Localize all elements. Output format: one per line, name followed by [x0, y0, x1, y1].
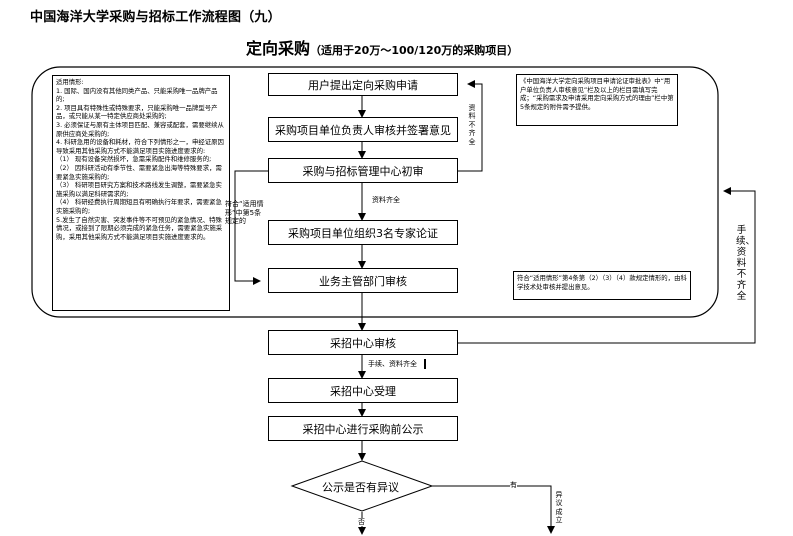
- step-unit-head-review: 采购项目单位负责人审核并签署意见: [268, 117, 458, 142]
- label-docs-complete: 手续、资料齐全: [368, 360, 417, 368]
- step-expert-argument: 采购项目单位组织3名专家论证: [268, 220, 458, 245]
- loop-materials-incomplete: [458, 80, 483, 172]
- condition-item: （1） 现有设备突然损坏，急需采购配件和维修服务的;: [56, 155, 212, 164]
- condition-container: [31, 66, 719, 318]
- condition-item: 4. 科研急用的设备和耗材，符合下列情形之一，申经证原因导致采用其他采购方式不能…: [56, 138, 224, 155]
- step-center-initial-review: 采购与招标管理中心初审: [268, 158, 458, 183]
- step-center-acceptance: 采招中心受理: [268, 378, 458, 403]
- subtitle-main: 定向采购: [246, 39, 311, 58]
- condition-item: （2） 因科研活动有季节性、需要紧急出海等特殊要求，需要紧急实施采购的;: [56, 163, 222, 181]
- condition-item: 2. 项目具有特殊性或特殊要求，只能采购唯一品牌型号产品，或只能从某一特定供应商…: [56, 103, 218, 121]
- document-title: 中国海洋大学采购与招标工作流程图（九）: [30, 10, 281, 25]
- loop-docs-incomplete: [458, 187, 756, 344]
- arrow-decision-yes: [432, 485, 555, 534]
- condition-item: （3） 科研项目研究方案和技术路线发生调整，需要紧急实施采购以满足科研需求的;: [56, 181, 222, 198]
- label-materials-complete: 资料齐全: [372, 196, 400, 204]
- label-skip-condition: 符合“适用情形”中第5条规定的: [225, 200, 264, 225]
- step-department-review: 业务主管部门审核: [268, 268, 458, 293]
- condition-item: 1. 国际、国内没有其他同类产品、只能采购唯一品牌产品的;: [56, 86, 218, 104]
- condition-item: 3. 必须保证与原有主体项目匹配、兼容或配套，需要继续从原供应商处采购的;: [56, 120, 224, 138]
- conditions-note: 适用情形: 1. 国际、国内没有其他同类产品、只能采购唯一品牌产品的; 2. 项…: [52, 75, 230, 311]
- conditions-heading: 适用情形:: [56, 78, 84, 86]
- right-note-top: 《中国海洋大学定向采购项目申请论证审批表》中“用户单位负责人审核意见”栏及以上的…: [516, 74, 678, 126]
- decision-text: 公示是否有异议: [322, 481, 399, 494]
- page-subtitle: 定向采购（适用于20万～100/120万的采购项目）: [246, 35, 518, 59]
- label-cursor-mark: [424, 359, 426, 369]
- skip-line-condition5: [234, 170, 268, 285]
- label-yes: 有: [510, 481, 517, 489]
- step-center-review: 采招中心审核: [268, 330, 458, 355]
- condition-item: （4） 科研经费执行周期短且有明确执行年要求，需要紧急实施采购的;: [56, 198, 222, 215]
- label-materials-incomplete: 资料不齐全: [468, 104, 476, 146]
- step-pre-purchase-notice: 采招中心进行采购前公示: [268, 416, 458, 441]
- right-note-bottom: 符合“适用情形”第4条第（2）（3）（4）款规定情形的，由科学技术处审核并提出意…: [513, 271, 691, 300]
- label-docs-incomplete: 手续、资料不齐全: [736, 225, 756, 302]
- condition-item: 5.发生了自然灾害、突发事件等不可预见的紧急情况、特殊情况，或接到了限期必须完成…: [56, 215, 223, 241]
- label-no: 否: [358, 518, 365, 526]
- step-user-application: 用户提出定向采购申请: [268, 73, 458, 96]
- label-objection-valid: 异议成立: [555, 491, 563, 525]
- subtitle-scope: （适用于20万～100/120万的采购项目）: [310, 44, 519, 57]
